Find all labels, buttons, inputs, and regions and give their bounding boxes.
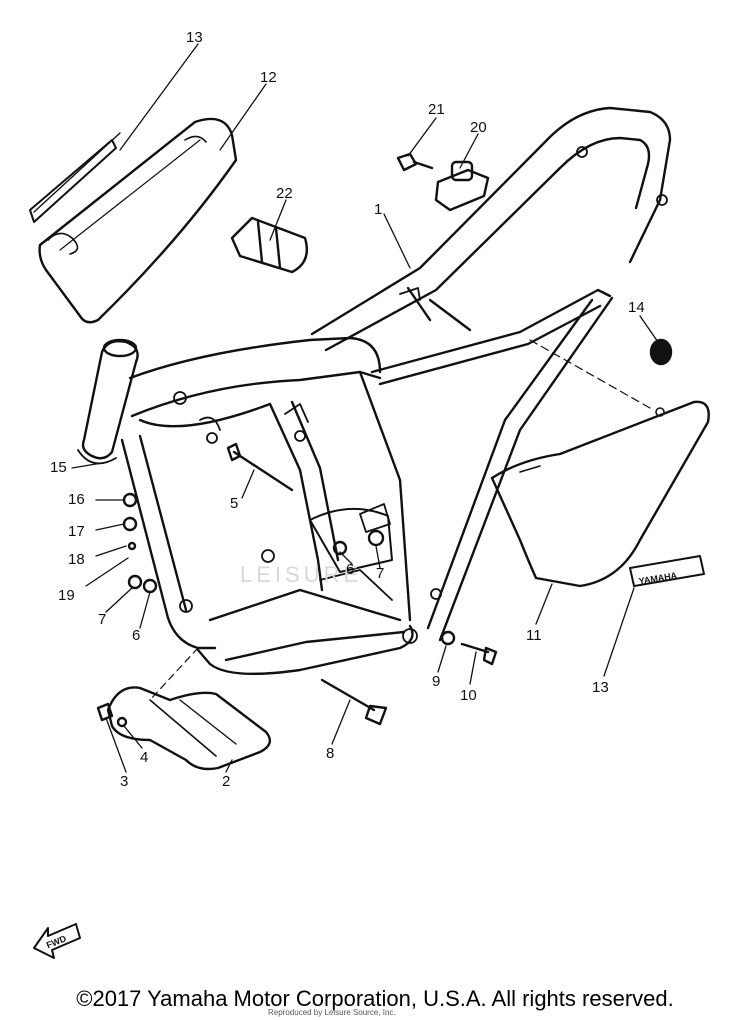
callout-7-center: 7 [376, 565, 384, 582]
side-cover-right [490, 339, 710, 588]
callout-7-left: 7 [98, 611, 106, 628]
callout-6-center: 6 [346, 561, 354, 578]
callout-21: 21 [428, 101, 445, 118]
main-frame [77, 106, 672, 676]
callout-17: 17 [68, 523, 85, 540]
fwd-arrow-icon [33, 923, 81, 959]
callout-6-left: 6 [132, 627, 140, 644]
emblem-text: YAMAHA [638, 570, 678, 586]
rear-bolt [440, 630, 498, 666]
tool-bag [230, 216, 309, 274]
copyright-notice: ©2017 Yamaha Motor Corporation, U.S.A. A… [76, 986, 674, 1011]
callout-16: 16 [68, 491, 85, 508]
callout-22: 22 [276, 185, 293, 202]
callout-11: 11 [526, 627, 542, 644]
callout-18: 18 [68, 551, 85, 568]
leader-lines [71, 43, 659, 773]
fasteners-left [122, 492, 158, 594]
mount-nuts-center [332, 503, 391, 556]
callout-1: 1 [374, 201, 382, 218]
callout-12: 12 [260, 69, 277, 86]
skid-plate-bolts [96, 702, 128, 728]
callout-19: 19 [58, 587, 75, 604]
callout-labels: 13 12 22 21 20 1 14 15 16 17 18 19 5 6 7… [50, 29, 645, 790]
skid-plate [106, 647, 272, 771]
grommet [649, 338, 673, 366]
callout-5: 5 [230, 495, 238, 512]
callout-4: 4 [140, 749, 148, 766]
callout-20: 20 [470, 119, 487, 136]
long-bolt [320, 678, 388, 726]
callout-8: 8 [326, 745, 334, 762]
engine-mount-bolt [226, 442, 294, 492]
callout-13-bottom: 13 [592, 679, 609, 696]
watermark: LEISURE [240, 562, 362, 587]
callout-14: 14 [628, 299, 645, 316]
callout-13-top: 13 [186, 29, 203, 46]
small-print: Reproduced by Leisure Source, Inc. [268, 1008, 396, 1017]
callout-3: 3 [120, 773, 128, 790]
decal-strip-top [29, 132, 121, 223]
side-cover-left [38, 117, 238, 324]
callout-9: 9 [432, 673, 440, 690]
callout-2: 2 [222, 773, 230, 790]
callout-15: 15 [50, 459, 67, 476]
yamaha-emblem [629, 555, 705, 587]
bracket-and-bolt [396, 152, 490, 212]
callout-10: 10 [460, 687, 477, 704]
